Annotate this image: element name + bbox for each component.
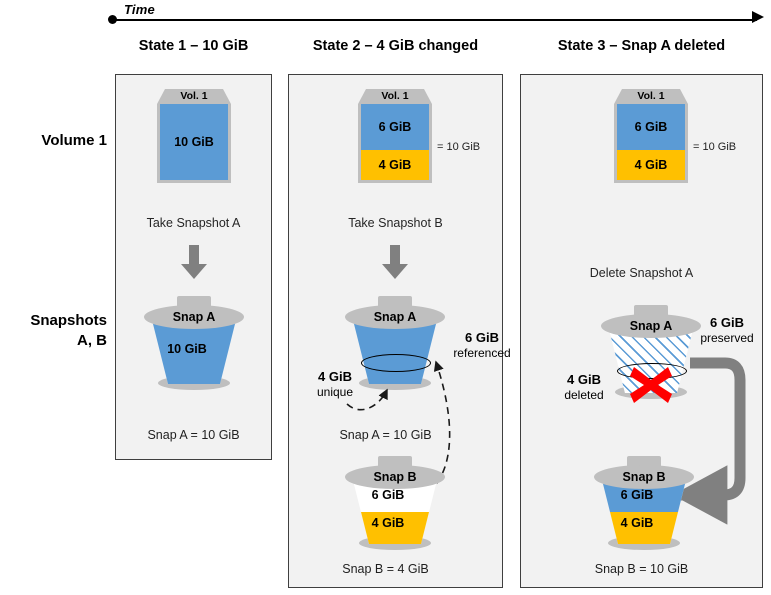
- bucket-segment-label-unique: 4 GiB: [620, 516, 654, 530]
- arrow-shaft: [390, 245, 400, 265]
- arrow-head: [382, 264, 408, 279]
- right-arrow-icon: [752, 11, 764, 23]
- bucket-lid-label: Snap A: [345, 305, 445, 329]
- volume-total-label-2: = 10 GiB: [437, 141, 481, 153]
- bucket-segment-label-preserved: 6 GiB: [620, 488, 654, 502]
- annotation-2-unique: 4 GiB unique: [296, 369, 374, 401]
- volume-body-2: 6 GiB 4 GiB: [358, 104, 432, 183]
- snapshot-caption-2-snap-b: Snap B = 4 GiB: [342, 562, 429, 576]
- row-label-volume: Volume 1: [41, 132, 107, 149]
- snapshot-caption-2-snap-a: Snap A = 10 GiB: [339, 428, 432, 442]
- annotation-3-preserved-text: preserved: [700, 331, 754, 346]
- snapshot-bucket-3-snap-b: Snap B 6 GiB 4 GiB: [594, 456, 694, 550]
- volume-segment-changed-3: 4 GiB: [617, 150, 685, 180]
- volume-segment-used-3: 6 GiB: [617, 104, 685, 150]
- row-label-snapshots: Snapshots A, B: [0, 311, 107, 352]
- volume-cap-label-3: Vol. 1: [614, 89, 688, 104]
- action-label-1: Take Snapshot A: [146, 216, 241, 230]
- bucket-lid-label: Snap A: [601, 314, 701, 338]
- timeline-axis: Time: [0, 0, 771, 34]
- state-title-1: State 1 – 10 GiB: [138, 38, 249, 54]
- red-x-icon: [630, 367, 672, 403]
- bucket-lid-label: Snap A: [144, 305, 244, 329]
- down-arrow-icon-2: [382, 245, 408, 279]
- volume-segment-used-1: 10 GiB: [160, 104, 228, 180]
- volume-graphic-1: Vol. 1 10 GiB: [157, 89, 231, 183]
- annotation-3-deleted: 4 GiB deleted: [545, 372, 623, 404]
- annotation-2-unique-text: unique: [316, 385, 354, 400]
- volume-total-label-3: = 10 GiB: [693, 141, 737, 153]
- snapshot-bucket-2-snap-b: Snap B 6 GiB 4 GiB: [345, 456, 445, 550]
- volume-graphic-2: Vol. 1 6 GiB 4 GiB: [358, 89, 432, 183]
- down-arrow-icon-1: [181, 245, 207, 279]
- annotation-2-referenced-text: referenced: [453, 346, 511, 361]
- snapshot-caption-3-snap-b: Snap B = 10 GiB: [594, 562, 689, 576]
- bucket-segment-label-referenced: 6 GiB: [371, 488, 405, 502]
- annotation-3-deleted-text: deleted: [564, 388, 604, 403]
- annotation-2-referenced: 6 GiB referenced: [440, 330, 524, 362]
- volume-body-1: 10 GiB: [157, 104, 231, 183]
- annotation-3-preserved: 6 GiB preserved: [687, 315, 767, 347]
- bucket-lid-label: Snap B: [594, 465, 694, 489]
- arrow-head: [181, 264, 207, 279]
- bucket-divider-ellipse: [361, 354, 431, 372]
- volume-cap-label-2: Vol. 1: [358, 89, 432, 104]
- timeline-label: Time: [124, 2, 155, 17]
- timeline-line: [112, 19, 757, 21]
- state-title-3: State 3 – Snap A deleted: [557, 38, 726, 54]
- snapshot-caption-1-snap-a: Snap A = 10 GiB: [147, 428, 240, 442]
- row-label-snapshots-line2: A, B: [77, 332, 107, 350]
- annotation-2-unique-value: 4 GiB: [318, 369, 352, 384]
- annotation-3-preserved-value: 6 GiB: [710, 315, 744, 330]
- bucket-segment-label-used: 10 GiB: [167, 342, 207, 356]
- action-label-2: Take Snapshot B: [348, 216, 443, 230]
- volume-body-3: 6 GiB 4 GiB: [614, 104, 688, 183]
- volume-segment-used-2: 6 GiB: [361, 104, 429, 150]
- annotation-3-deleted-value: 4 GiB: [567, 372, 601, 387]
- volume-graphic-3: Vol. 1 6 GiB 4 GiB: [614, 89, 688, 183]
- snapshot-bucket-1-snap-a: Snap A 10 GiB: [144, 296, 244, 390]
- bucket-body: [151, 316, 237, 384]
- arrow-shaft: [189, 245, 199, 265]
- volume-cap-label-1: Vol. 1: [157, 89, 231, 104]
- volume-segment-changed-2: 4 GiB: [361, 150, 429, 180]
- bucket-segment-label-unique: 4 GiB: [371, 516, 405, 530]
- bucket-lid-label: Snap B: [345, 465, 445, 489]
- state-title-2: State 2 – 4 GiB changed: [312, 38, 479, 54]
- annotation-2-referenced-value: 6 GiB: [465, 330, 499, 345]
- action-label-3: Delete Snapshot A: [589, 266, 694, 280]
- row-label-snapshots-line1: Snapshots: [30, 312, 107, 329]
